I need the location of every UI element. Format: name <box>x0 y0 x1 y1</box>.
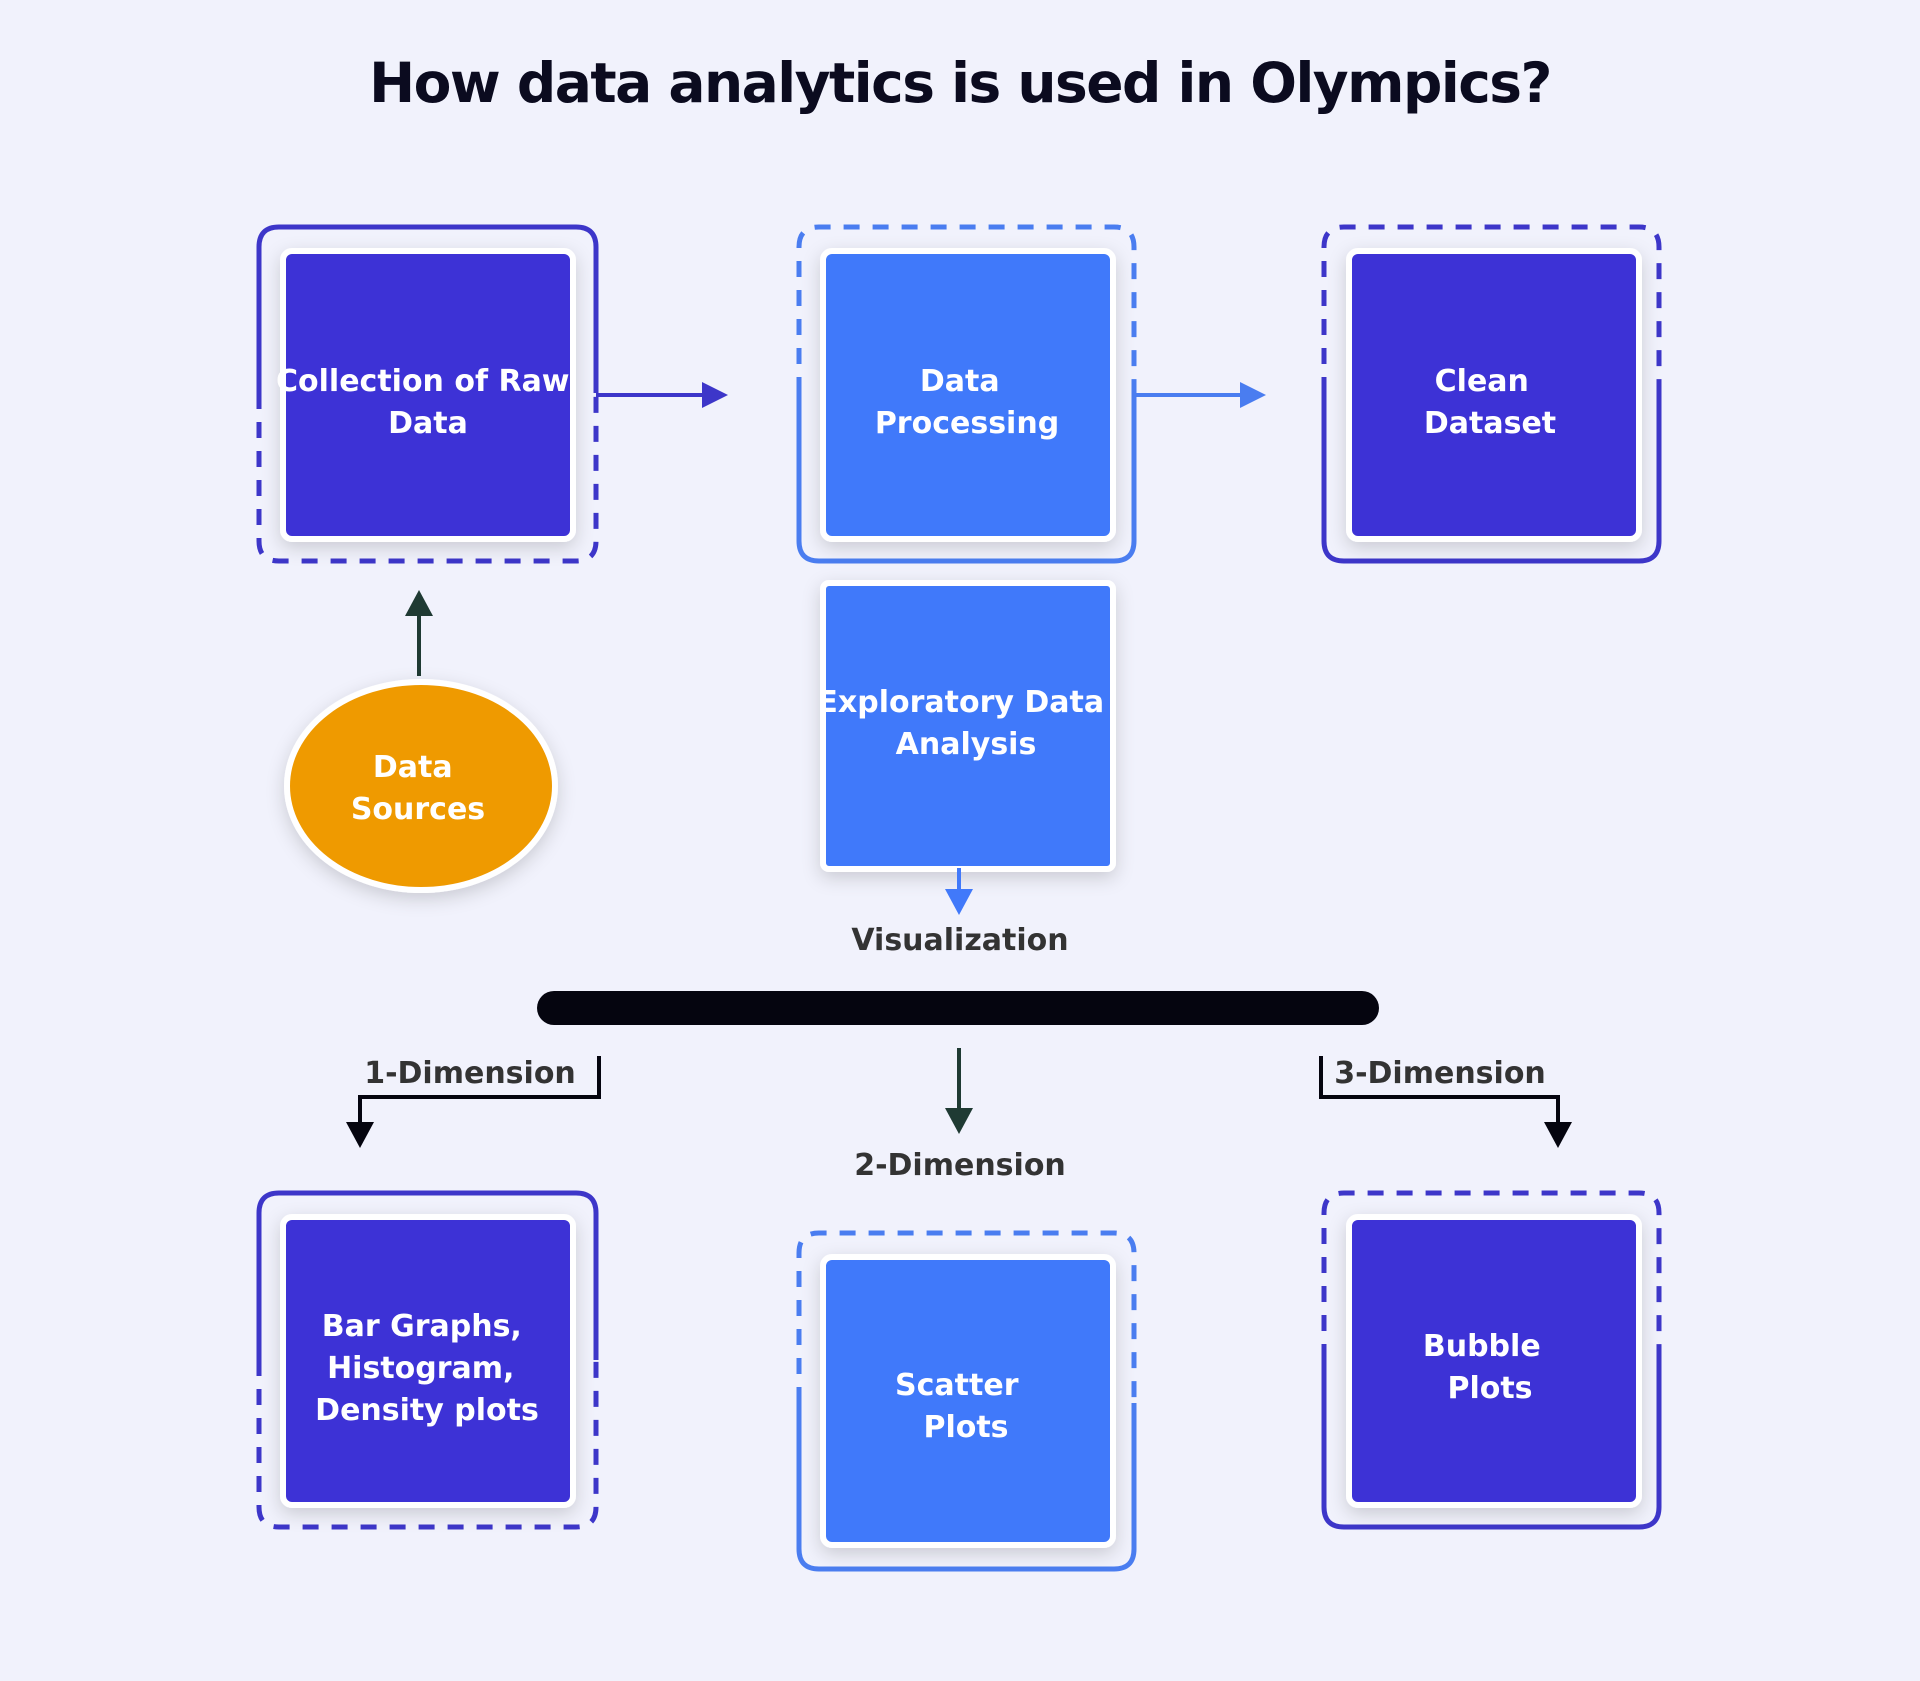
svg-text:Scatter Plots: Scatter Plots <box>895 1368 1029 1445</box>
arrow-processing-to-clean <box>1134 382 1266 408</box>
svg-text:Clean Dataset: Clean Dataset <box>1424 364 1556 441</box>
clean-label-1: Clean <box>1435 364 1529 399</box>
processing-node: Data Processing <box>796 224 1137 564</box>
dim2-label: 2-Dimension <box>854 1148 1066 1183</box>
scatter-plots-node: Scatter Plots <box>796 1230 1137 1572</box>
data-sources-node: Data Sources <box>284 679 558 893</box>
collection-label-1: Collection of Raw <box>276 364 570 399</box>
scatter-label-2: Plots <box>923 1410 1008 1445</box>
arrow-sources-to-collection <box>405 590 433 676</box>
bubble-plots-node: Bubble Plots <box>1321 1190 1662 1530</box>
svg-text:Bubble Plots: Bubble Plots <box>1423 1329 1551 1406</box>
arrow-1-dimension <box>346 1056 601 1148</box>
collection-node: Collection of Raw Data <box>256 224 599 564</box>
collection-label-2: Data <box>388 406 468 441</box>
clean-dataset-node: Clean Dataset <box>1321 224 1662 564</box>
eda-label-1: Exploratory Data <box>817 685 1104 720</box>
dim3-label: 3-Dimension <box>1334 1056 1546 1091</box>
bubble-label-2: Plots <box>1447 1371 1532 1406</box>
bar-graphs-label-2: Histogram, <box>327 1351 514 1386</box>
bubble-label-1: Bubble <box>1423 1329 1541 1364</box>
processing-label-1: Data <box>920 364 1000 399</box>
arrow-2-dimension <box>945 1048 973 1134</box>
bar-graphs-label-1: Bar Graphs, <box>322 1309 522 1344</box>
sources-label-1: Data <box>373 750 453 785</box>
bar-graphs-node: Bar Graphs, Histogram, Density plots <box>256 1190 599 1530</box>
svg-text:Exploratory Data Analysi: Exploratory Data Analysis <box>817 685 1114 762</box>
clean-label-2: Dataset <box>1424 406 1556 441</box>
eda-label-2: Analysis <box>896 727 1037 762</box>
sources-label-2: Sources <box>351 792 485 827</box>
bar-graphs-label-3: Density plots <box>315 1393 539 1428</box>
visualization-label: Visualization <box>851 923 1068 958</box>
scatter-label-1: Scatter <box>895 1368 1019 1403</box>
arrow-3-dimension <box>1319 1056 1572 1148</box>
eda-node: Exploratory Data Analysis <box>817 580 1116 872</box>
processing-label-2: Processing <box>875 406 1059 441</box>
page-title: How data analytics is used in Olympics? <box>369 51 1551 115</box>
arrow-eda-to-visualization <box>945 868 973 915</box>
svg-text:Data Sources: Data Sources <box>351 750 485 827</box>
dim1-label: 1-Dimension <box>364 1056 576 1091</box>
arrow-collection-to-processing <box>596 382 728 408</box>
svg-text:Bar Graphs, Histogram,: Bar Graphs, Histogram, Density plots <box>315 1309 539 1428</box>
split-bar <box>537 991 1379 1025</box>
svg-text:Collection of Raw Data: Collection of Raw Data <box>276 364 580 441</box>
svg-text:Data Processing: Data Processing <box>875 364 1059 441</box>
